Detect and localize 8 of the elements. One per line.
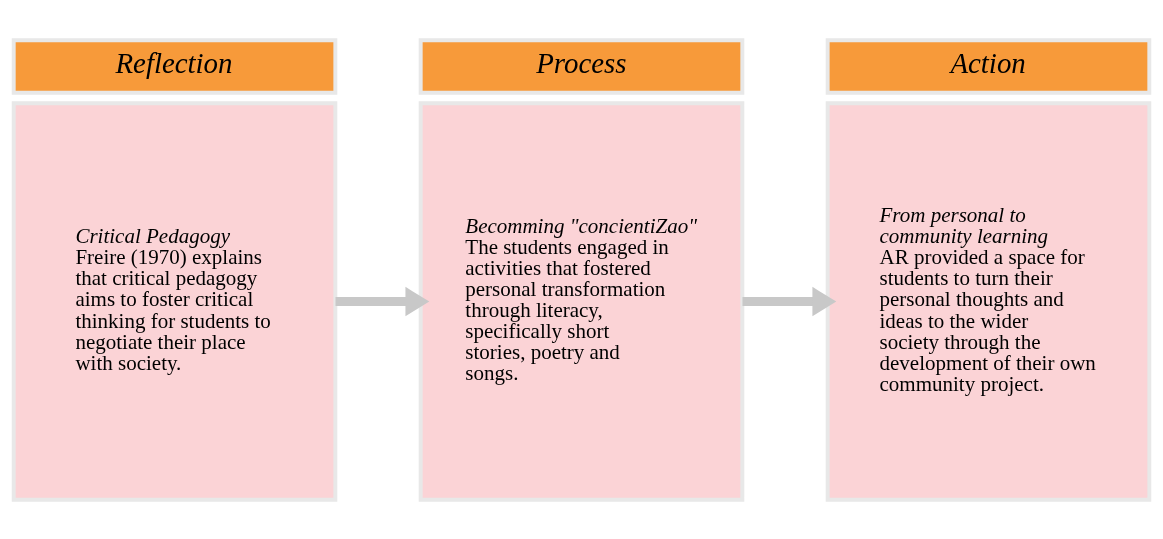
node-box: Critical Pedagogy Freire (1970) explains that critical pedagogy aims to foster critical thinking for students to negotiate their place with society. bbox=[11, 100, 338, 502]
arrow bbox=[335, 286, 430, 316]
node-box: Reflection bbox=[11, 37, 338, 95]
node-box: From personal to community learning AR provided a space for students to turn their personal thoughts and ideas to the wider society through the development of their own community project. bbox=[825, 100, 1152, 502]
node-box: Becomming "concientiZao" The students engaged in activities that fostered personal transformation through literacy, specifically short stories, poetry and songs. bbox=[418, 100, 745, 502]
node-box: Action bbox=[825, 37, 1152, 95]
node-box: Process bbox=[418, 37, 745, 95]
arrow bbox=[742, 286, 837, 316]
